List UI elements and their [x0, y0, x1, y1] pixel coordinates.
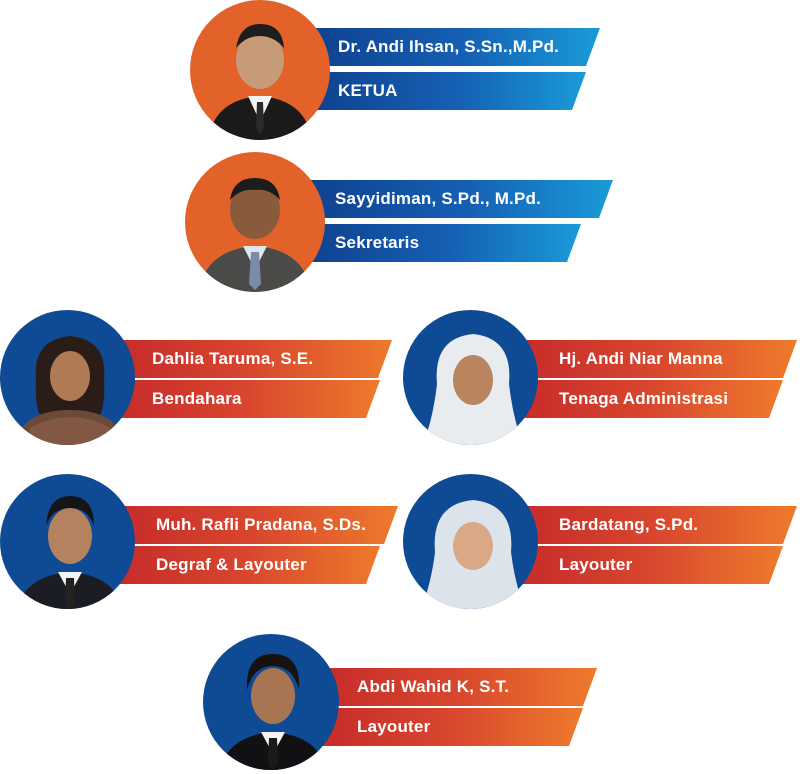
- name-banner: Dahlia Taruma, S.E.: [110, 340, 392, 378]
- member-card-administrasi: Hj. Andi Niar Manna Tenaga Administrasi: [403, 310, 800, 450]
- member-role: Layouter: [357, 717, 431, 736]
- member-name: Dr. Andi Ihsan, S.Sn.,M.Pd.: [338, 37, 560, 56]
- member-name: Sayyidiman, S.Pd., M.Pd.: [335, 189, 542, 208]
- member-card-bardatang: Bardatang, S.Pd. Layouter: [403, 474, 800, 614]
- member-photo: [403, 310, 538, 445]
- member-role: Layouter: [559, 555, 633, 574]
- member-photo: [185, 152, 325, 292]
- member-role: Tenaga Administrasi: [559, 389, 729, 408]
- role-banner: Layouter: [313, 708, 583, 746]
- name-banner: Hj. Andi Niar Manna: [513, 340, 797, 378]
- member-photo: [403, 474, 538, 609]
- member-name: Abdi Wahid K, S.T.: [357, 677, 510, 696]
- role-banner: KETUA: [300, 72, 586, 110]
- member-name: Muh. Rafli Pradana, S.Ds.: [156, 515, 366, 534]
- member-photo: [203, 634, 339, 770]
- role-banner: Tenaga Administrasi: [513, 380, 783, 418]
- member-name: Bardatang, S.Pd.: [559, 515, 699, 534]
- member-name: Dahlia Taruma, S.E.: [152, 349, 314, 368]
- member-role: KETUA: [338, 81, 398, 100]
- member-card-bendahara: Dahlia Taruma, S.E. Bendahara: [0, 310, 420, 450]
- member-role: Bendahara: [152, 389, 242, 408]
- role-banner: Sekretaris: [295, 224, 581, 262]
- name-banner: Bardatang, S.Pd.: [513, 506, 797, 544]
- member-role: Degraf & Layouter: [156, 555, 307, 574]
- member-photo: [0, 310, 135, 445]
- name-banner: Dr. Andi Ihsan, S.Sn.,M.Pd.: [300, 28, 600, 66]
- member-card-abdi: Abdi Wahid K, S.T. Layouter: [203, 634, 623, 774]
- role-banner: Bendahara: [110, 380, 380, 418]
- name-banner: Muh. Rafli Pradana, S.Ds.: [110, 506, 398, 544]
- member-photo: [0, 474, 135, 609]
- role-banner: Degraf & Layouter: [110, 546, 380, 584]
- member-role: Sekretaris: [335, 233, 420, 252]
- member-card-ketua: Dr. Andi Ihsan, S.Sn.,M.Pd. KETUA: [190, 0, 610, 140]
- member-photo: [190, 0, 330, 140]
- member-card-sekretaris: Sayyidiman, S.Pd., M.Pd. Sekretaris: [185, 152, 605, 292]
- member-name: Hj. Andi Niar Manna: [559, 349, 723, 368]
- role-banner: Layouter: [513, 546, 783, 584]
- name-banner: Abdi Wahid K, S.T.: [313, 668, 597, 706]
- name-banner: Sayyidiman, S.Pd., M.Pd.: [295, 180, 613, 218]
- member-card-degraf: Muh. Rafli Pradana, S.Ds. Degraf & Layou…: [0, 474, 420, 614]
